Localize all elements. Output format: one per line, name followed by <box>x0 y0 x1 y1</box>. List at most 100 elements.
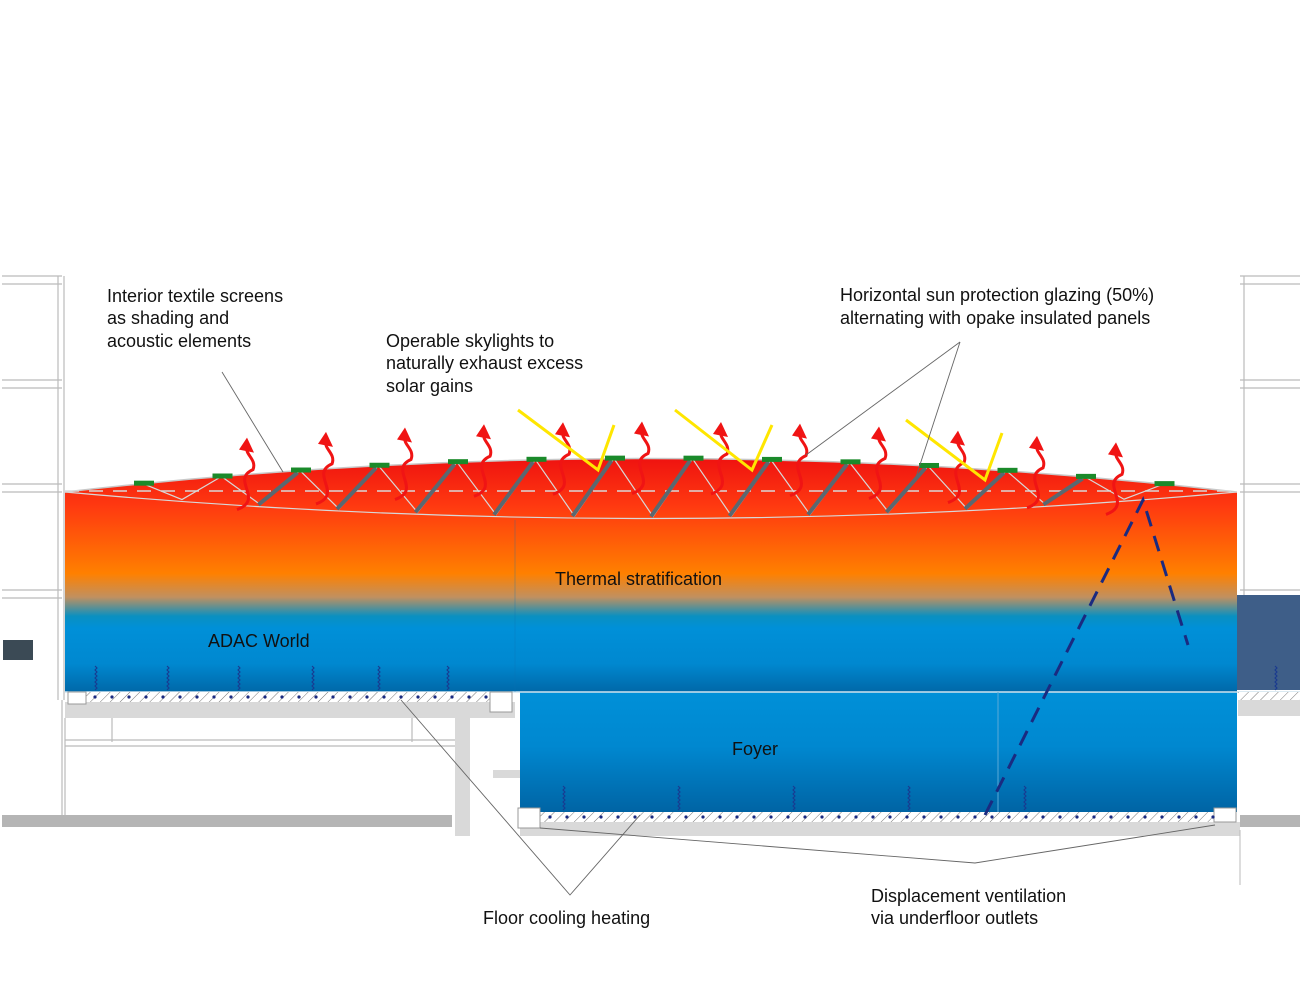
pipe-dot <box>484 695 488 699</box>
pipe-dot <box>110 695 114 699</box>
opaque-panel <box>448 459 468 465</box>
label-skylights: Operable skylights to naturally exhaust … <box>386 331 588 396</box>
pipe-dot <box>990 815 994 819</box>
pipe-dot <box>820 815 824 819</box>
pipe-dot <box>1160 815 1164 819</box>
warm-air-squiggle <box>1274 665 1278 691</box>
opaque-panel <box>683 455 704 461</box>
label-sun-protection: Horizontal sun protection glazing (50%) … <box>840 285 1159 328</box>
opaque-panel <box>997 467 1018 473</box>
skylight-flap <box>649 459 692 518</box>
leader-lines <box>221 341 1216 896</box>
pipe-dot <box>1092 815 1096 819</box>
main-hall-volume <box>65 458 1237 692</box>
pipe-dot <box>450 695 454 699</box>
pipe-dot <box>1109 815 1113 819</box>
exhaust-air-arrows <box>236 421 1125 516</box>
warm-air-squiggle <box>94 665 98 691</box>
pipe-dot <box>467 695 471 699</box>
pipe-dot <box>178 695 182 699</box>
opaque-panel <box>291 467 311 473</box>
pipe-dot <box>803 815 807 819</box>
arrow-head <box>318 431 333 447</box>
pipe-dot <box>314 695 318 699</box>
arrow-head <box>713 421 728 437</box>
pipe-dot <box>229 695 233 699</box>
pipe-dot <box>599 815 603 819</box>
opaque-panel <box>919 462 939 468</box>
opaque-panel <box>369 462 390 468</box>
warm-air-squiggle <box>792 785 796 811</box>
pipe-dot <box>854 815 858 819</box>
opaque-insulated-panels <box>134 455 1175 487</box>
warm-air-squiggle <box>311 665 315 691</box>
pipe-dot <box>939 815 943 819</box>
opaque-panel <box>762 456 782 462</box>
arrow-head <box>792 423 807 439</box>
skylight-flap <box>492 460 535 516</box>
pipe-dot <box>1194 815 1198 819</box>
pipe-dot <box>1211 815 1215 819</box>
pipe-dot <box>246 695 250 699</box>
pipe-dot <box>1126 815 1130 819</box>
pipe-dot <box>565 815 569 819</box>
rising-air-squiggles <box>94 665 1278 811</box>
pipe-dot <box>582 815 586 819</box>
exhaust-arrow <box>552 431 572 496</box>
exhaust-arrow <box>710 431 730 496</box>
opaque-panel <box>1076 473 1096 479</box>
pipe-dot <box>650 815 654 819</box>
pipe-dot <box>752 815 756 819</box>
arrow-head <box>239 437 254 453</box>
pipe-dot <box>365 695 369 699</box>
arrow-head <box>950 430 965 446</box>
skylight-flap <box>413 463 457 514</box>
pipe-dot <box>127 695 131 699</box>
pipe-dot <box>195 695 199 699</box>
roof-truss <box>142 475 222 501</box>
opaque-panel <box>1154 481 1175 487</box>
arrow-head <box>871 426 886 442</box>
adac-floor-cooling-heating <box>85 692 505 702</box>
pipe-dot <box>905 815 909 819</box>
pipe-dot <box>973 815 977 819</box>
right-adjacent-building <box>1230 275 1300 690</box>
arrow-head <box>1029 435 1044 451</box>
warm-air-squiggle <box>562 785 566 811</box>
opaque-panel <box>605 455 625 461</box>
skylight-flap <box>884 466 928 514</box>
pipe-dot <box>922 815 926 819</box>
foyer-volume <box>520 692 1237 812</box>
skylight-flap <box>1042 476 1084 507</box>
warm-air-squiggle <box>166 665 170 691</box>
pipe-dot <box>382 695 386 699</box>
skylight-flap <box>335 466 378 511</box>
pipe-dot <box>956 815 960 819</box>
pipe-dot <box>735 815 739 819</box>
right-dark-block <box>1230 595 1300 690</box>
skylight-flap <box>727 460 771 518</box>
label-displacement-ventilation: Displacement ventilation via underfloor … <box>871 886 1071 928</box>
zone-adac-world: ADAC World <box>208 631 310 651</box>
roof-structure <box>64 457 1238 520</box>
warm-air-squiggle <box>677 785 681 811</box>
sun-ray <box>674 408 774 473</box>
pipe-dot <box>348 695 352 699</box>
exhaust-arrow <box>236 447 256 511</box>
pipe-dot <box>871 815 875 819</box>
pipe-dot <box>837 815 841 819</box>
foyer-floor-cooling-heating <box>540 812 1220 822</box>
arrow-head <box>555 422 570 438</box>
skylight-flap <box>806 463 849 516</box>
left-adjacent-building <box>2 275 65 815</box>
floor-construction <box>2 691 1300 885</box>
pipe-dot <box>433 695 437 699</box>
opaque-panel <box>526 456 547 462</box>
pipe-dot <box>1024 815 1028 819</box>
pipe-dot <box>1143 815 1147 819</box>
pipe-dot <box>633 815 637 819</box>
exhaust-arrow <box>1105 452 1125 516</box>
skylight-flap <box>570 459 614 518</box>
pipe-dot <box>718 815 722 819</box>
